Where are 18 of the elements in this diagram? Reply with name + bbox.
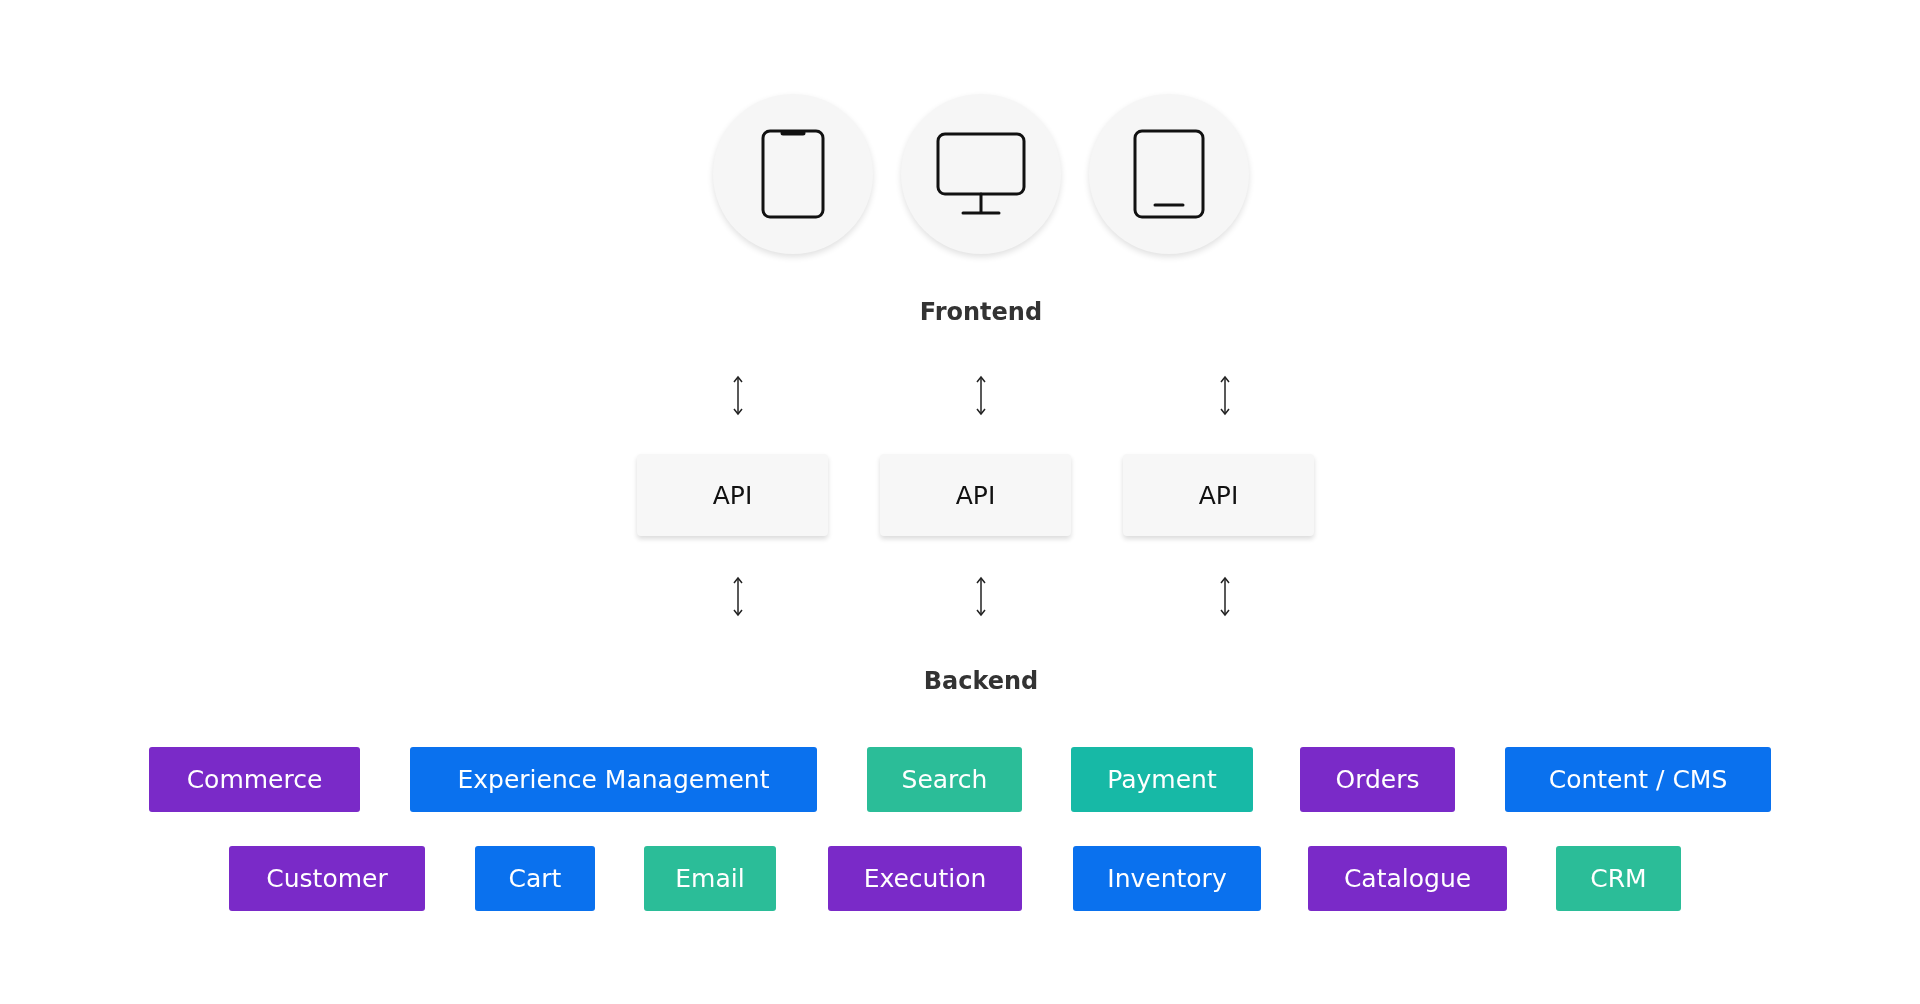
service-tag: Search	[867, 747, 1022, 812]
service-tag: Catalogue	[1308, 846, 1507, 911]
service-tag: Email	[644, 846, 776, 911]
service-tag: CRM	[1556, 846, 1681, 911]
service-tag: Inventory	[1073, 846, 1261, 911]
section-heading: Backend	[923, 667, 1039, 695]
section-heading: Frontend	[919, 298, 1043, 326]
api-box: API	[637, 454, 828, 536]
service-tag: Execution	[828, 846, 1022, 911]
service-tag: Orders	[1300, 747, 1455, 812]
service-tag: Cart	[475, 846, 595, 911]
service-tag: Content / CMS	[1505, 747, 1771, 812]
service-tag: Experience Management	[410, 747, 817, 812]
service-tag: Commerce	[149, 747, 360, 812]
api-box: API	[880, 454, 1071, 536]
api-box: API	[1123, 454, 1314, 536]
service-tag: Payment	[1071, 747, 1253, 812]
service-tag: Customer	[229, 846, 425, 911]
